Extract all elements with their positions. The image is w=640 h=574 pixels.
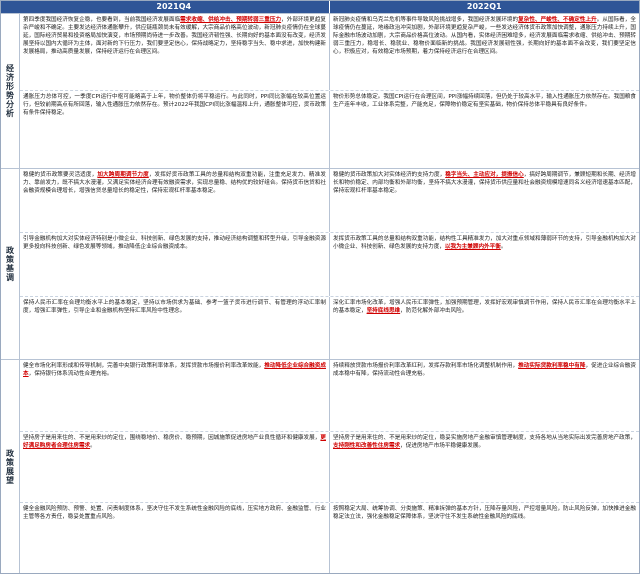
table-row: 稳健的货币政策要灵活适度，加大跨周期调节力度，发挥好货币政策工具的总量和结构双重… [20, 168, 639, 233]
table-row: 健全金融风险预防、预警、处置、问责制度体系，坚决守住不发生系统性金融风险的底线，… [20, 502, 639, 574]
header-spacer [1, 1, 19, 13]
cell-left: 稳健的货币政策要灵活适度，加大跨周期调节力度，发挥好货币政策工具的总量和结构双重… [23, 171, 326, 194]
column-header: 2021Q4 2022Q1 [1, 1, 639, 13]
highlight-text: 更好满足购房者合理住房需求 [23, 434, 326, 449]
cell-left: 健全金融风险预防、预警、处置、问责制度体系，坚决守住不发生系统性金融风险的底线，… [23, 505, 326, 520]
highlight-text: 稳字当头、主动应对，提振信心 [445, 171, 524, 178]
cell-right: 按照稳定大局、统筹协调、分类施策、精准拆弹的基本方针，压降存量风险，严控增量风险… [329, 502, 639, 574]
section-label: 经济形势分析 [1, 14, 20, 168]
highlight-text: 支持刚性和改善性住房需求 [333, 442, 401, 449]
table-row: 坚持房子是用来住的、不是用来炒的定位，围绕稳地价、稳房价、稳预期，因城施策促进房… [20, 431, 639, 503]
cell-left: 通胀压力总体可控，一季度CPI运行中枢可能略高于上年，物价整体仍将平稳运行。与此… [23, 94, 326, 117]
header-q-left: 2021Q4 [156, 2, 192, 11]
highlight-text: 推动实际贷款利率稳中有降 [518, 363, 586, 370]
cell-right: 稳健的货币政策加大对实体经济的支持力度，稳字当头、主动应对，提振信心，搞好跨周期… [329, 168, 639, 232]
cell-right: 坚持房子是用来住的、不是用来炒的定位，稳妥实施房地产金融审慎管理制度，支持各地从… [329, 431, 639, 502]
section-rows: 健全市场化利率形成和传导机制，完善中央银行政策利率体系，发挥贷款市场报价利率改革… [20, 360, 639, 574]
section-label-text: 政策基调 [5, 246, 15, 283]
cell-left: 坚持房子是用来住的、不是用来炒的定位，围绕稳地价、稳房价、稳预期，因城施策促进房… [23, 434, 326, 449]
highlight-text: 需求收缩、供给冲击、预期转弱三重压力 [180, 17, 282, 23]
table-row: 第四季度我国经济恢复企稳，也要看到，当前我国经济发展面临需求收缩、供给冲击、预期… [20, 14, 639, 92]
section-label-text: 经济形势分析 [5, 63, 15, 118]
table-row: 保持人民币汇率在合理均衡水平上的基本稳定，坚持以市场供求为基础、参考一篮子货币进… [20, 296, 639, 360]
header-q-right: 2022Q1 [328, 1, 640, 13]
table-row: 通胀压力总体可控，一季度CPI运行中枢可能略高于上年，物价整体仍将平稳运行。与此… [20, 91, 639, 168]
cell-right: 发挥货币政策工具的总量和结构双重功能，结构性工具精准发力，加大对重点领域和薄弱环… [329, 232, 639, 296]
section-label: 政策展望 [1, 360, 20, 573]
section-label: 政策基调 [1, 168, 20, 360]
table-row: 引导金融机构加大对实体经济特别是小微企业、科技创新、绿色发展的支持，推动经济结构… [20, 232, 639, 297]
cell-left: 健全市场化利率形成和传导机制，完善中央银行政策利率体系，发挥贷款市场报价利率改革… [23, 363, 326, 378]
cell-left: 第四季度我国经济恢复企稳，也要看到，当前我国经济发展面临需求收缩、供给冲击、预期… [23, 17, 326, 55]
highlight-text: 坚持底线思维 [366, 307, 401, 314]
highlight-text: 复杂性、严峻性、不确定性上升 [518, 17, 597, 23]
highlight-text: 加大跨周期调节力度 [97, 171, 149, 178]
comparison-table: 经济形势分析第四季度我国经济恢复企稳，也要看到，当前我国经济发展面临需求收缩、供… [1, 13, 639, 574]
cell-right: 持续释放贷款市场报价利率改革红利，发挥存款利率市场化调整机制作用，推动实际贷款利… [329, 360, 639, 431]
cell-left: 引导金融机构加大对实体经济特别是小微企业、科技创新、绿色发展的支持，推动经济结构… [23, 235, 326, 250]
section-rows: 稳健的货币政策要灵活适度，加大跨周期调节力度，发挥好货币政策工具的总量和结构双重… [20, 168, 639, 360]
table-row: 健全市场化利率形成和传导机制，完善中央银行政策利率体系，发挥贷款市场报价利率改革… [20, 360, 639, 432]
cell-right: 深化汇率市场化改革，增强人民币汇率弹性，加强预期管理，发挥好宏观审慎调节作用，保… [329, 296, 639, 360]
cell-left: 保持人民币汇率在合理均衡水平上的基本稳定，坚持以市场供求为基础、参考一篮子货币进… [23, 299, 326, 314]
section-label-text: 政策展望 [5, 448, 15, 485]
section: 政策展望 健全市场化利率形成和传导机制，完善中央银行政策利率体系，发挥贷款市场报价… [1, 359, 639, 574]
highlight-text: 推动降低企业综合融资成本 [23, 363, 326, 378]
highlight-text: 以我为主兼顾内外平衡 [444, 243, 501, 250]
section: 经济形势分析第四季度我国经济恢复企稳，也要看到，当前我国经济发展面临需求收缩、供… [1, 13, 639, 168]
section: 政策基调 稳健的货币政策要灵活适度，加大跨周期调节力度，发挥好货币政策工具的总量和… [1, 167, 639, 360]
cell-right: 物价形势总体稳定。我国CPI运行在合理区间，PPI涨幅持续回落，但仍处于较高水平… [329, 91, 639, 168]
cell-right: 新冠肺炎疫情和乌克兰危机等事件导致风险挑战增多，我国经济发展环境的复杂性、严峻性… [329, 14, 639, 91]
section-rows: 第四季度我国经济恢复企稳，也要看到，当前我国经济发展面临需求收缩、供给冲击、预期… [20, 14, 639, 168]
